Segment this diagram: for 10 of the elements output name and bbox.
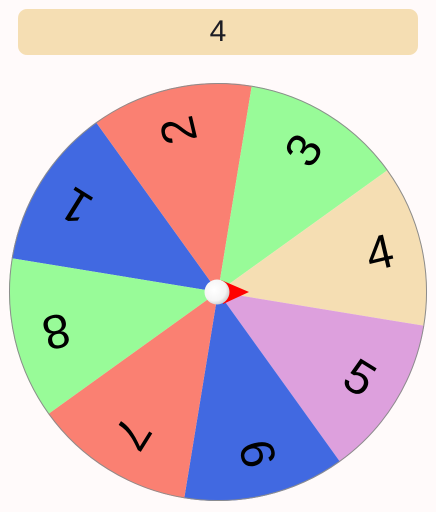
segment-number: 5 <box>338 356 381 403</box>
segment-number: 4 <box>362 232 397 276</box>
segment-number: 8 <box>39 308 74 352</box>
segment-number: 1 <box>55 181 98 228</box>
segment-number: 6 <box>234 436 278 471</box>
result-display <box>18 9 418 55</box>
segment-number: 2 <box>158 113 202 148</box>
segment-number: 3 <box>282 129 329 172</box>
segment-number: 7 <box>107 412 154 455</box>
result-value: 4 <box>210 17 226 47</box>
